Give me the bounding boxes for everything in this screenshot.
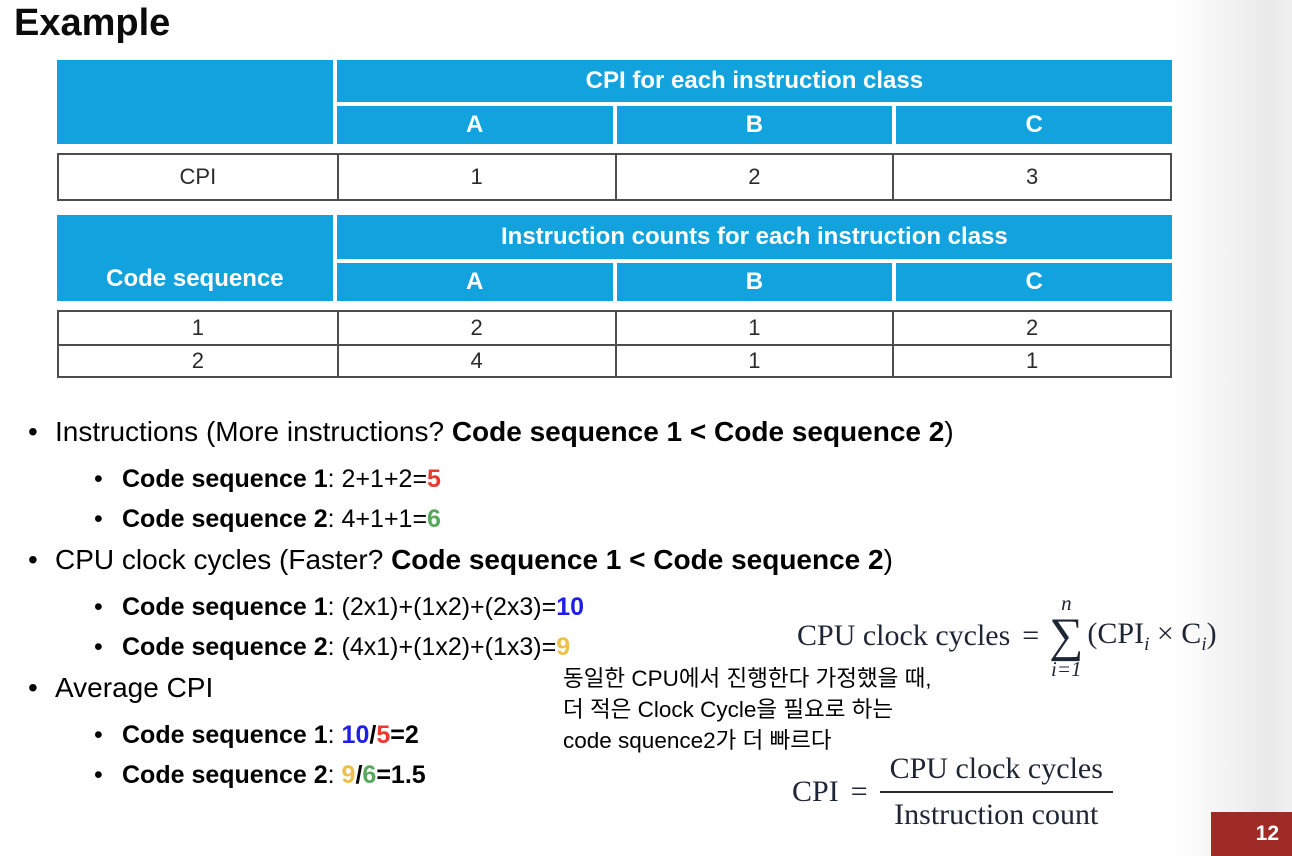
bullet-icon: •	[28, 544, 38, 575]
korean-annotation-line3: code squence2가 더 빠르다	[563, 728, 832, 753]
bullet-icon: •	[94, 721, 103, 749]
korean-annotation: 동일한 CPU에서 진행한다 가정했을 때, 더 적은 Clock Cycle을…	[563, 663, 932, 756]
cpi-value-c: 3	[892, 155, 1170, 199]
counts-table: Code sequence Instruction counts for eac…	[57, 215, 1172, 378]
counts-row1-label: 1	[191, 315, 204, 340]
bullet-icon: •	[94, 633, 103, 661]
sigma-symbol: n ∑ i=1	[1049, 591, 1084, 681]
counts-row1-b: 1	[614, 312, 893, 344]
page-number: 12	[1255, 822, 1279, 845]
cpi-table-header: CPI for each instruction class A B C	[57, 60, 1172, 144]
cpi-table-data-row: CPI 1 2 3	[57, 153, 1172, 201]
counts-row1-c: 2	[892, 312, 1170, 344]
counts-row1-a: 2	[336, 312, 615, 344]
korean-annotation-line2: 더 적은 Clock Cycle을 필요로 하는	[563, 697, 894, 722]
cpi-fraction-formula: CPI = CPU clock cycles Instruction count	[792, 752, 1113, 832]
bullet-cycles-seq2-text: Code sequence 2: (4x1)+(1x2)+(1x3)=9	[122, 633, 571, 661]
formula-cpi-equals: =	[850, 775, 868, 808]
counts-row2-label: 2	[59, 344, 337, 376]
bullet-icon: •	[94, 761, 103, 789]
counts-table-header: Code sequence Instruction counts for eac…	[57, 215, 1172, 301]
bullet-clock-cycles-text: CPU clock cycles (Faster? Code sequence …	[55, 544, 893, 575]
bullet-icon: •	[28, 416, 38, 447]
cpi-value-b: 2	[614, 155, 893, 199]
page-number-badge: 12	[1211, 812, 1292, 856]
bullet-cycles-seq1: • Code sequence 1: (2x1)+(1x2)+(2x3)=10	[94, 590, 1088, 624]
result-gold: 9	[556, 633, 571, 661]
cpu-clock-cycles-formula: CPU clock cycles = n ∑ i=1 (CPIi × Ci)	[797, 592, 1217, 680]
bullet-average-cpi: • Average CPI	[28, 670, 1088, 706]
sigma-lower-limit: i=1	[1051, 657, 1082, 681]
right-edge-gradient	[1174, 0, 1292, 856]
fraction-denominator: Instruction count	[894, 798, 1099, 831]
sigma-upper-limit: n	[1061, 591, 1072, 615]
formula-cpi-lhs: CPI	[792, 775, 839, 808]
bullet-icon: •	[28, 672, 38, 703]
cpi-table-col-b: B	[616, 106, 893, 144]
bullet-avg-seq1: • Code sequence 1: 10/5=2	[94, 718, 1088, 752]
formula-sum-rhs: (CPIi × Ci)	[1087, 616, 1217, 655]
cpi-table-col-a: A	[336, 106, 613, 144]
cpi-value-a: 1	[336, 155, 615, 199]
counts-table-col-b: B	[616, 263, 893, 301]
counts-table-span-header: Instruction counts for each instruction …	[336, 215, 1172, 259]
formula-sum-lhs: CPU clock cycles	[797, 619, 1011, 652]
bullet-clock-cycles: • CPU clock cycles (Faster? Code sequenc…	[28, 542, 1088, 578]
result-red: 5	[427, 465, 441, 493]
result-green: 6	[427, 505, 441, 533]
cpi-row-label: CPI	[179, 164, 217, 189]
counts-table-col-a: A	[336, 263, 613, 301]
bullet-instr-seq2-text: Code sequence 2: 4+1+1=6	[122, 505, 441, 533]
formula-sum-equals: =	[1022, 619, 1040, 652]
result-blue: 10	[556, 593, 585, 621]
cpi-table: CPI for each instruction class A B C CPI…	[57, 60, 1172, 201]
page-title: Example	[14, 2, 171, 44]
bullet-instructions: • Instructions (More instructions? Code …	[28, 414, 1088, 450]
counts-table-col-c: C	[896, 263, 1172, 301]
bullet-average-cpi-text: Average CPI	[55, 672, 214, 703]
bullet-instr-seq1-text: Code sequence 1: 2+1+2=5	[122, 465, 441, 493]
fraction-numerator: CPU clock cycles	[879, 752, 1113, 793]
bullet-instr-seq2: • Code sequence 2: 4+1+1=6	[94, 502, 1088, 536]
counts-row2-c: 1	[892, 344, 1170, 376]
cpi-fraction: CPU clock cycles Instruction count	[879, 752, 1113, 832]
bullet-icon: •	[94, 505, 103, 533]
bullet-instructions-text: Instructions (More instructions? Code se…	[55, 416, 954, 447]
korean-annotation-line1: 동일한 CPU에서 진행한다 가정했을 때,	[563, 666, 932, 691]
counts-row2-b: 1	[614, 344, 893, 376]
bullet-cycles-seq2: • Code sequence 2: (4x1)+(1x2)+(1x3)=9	[94, 630, 1088, 664]
counts-table-left-header: Code sequence	[57, 215, 333, 301]
counts-row2-a: 4	[336, 344, 615, 376]
bullet-instr-seq1: • Code sequence 1: 2+1+2=5	[94, 462, 1088, 496]
cpi-table-col-c: C	[896, 106, 1172, 144]
bullet-icon: •	[94, 593, 103, 621]
bullet-cycles-seq1-text: Code sequence 1: (2x1)+(1x2)+(2x3)=10	[122, 593, 585, 621]
bullet-avg-seq1-text: Code sequence 1: 10/5=2	[122, 721, 419, 749]
bullet-avg-seq2: • Code sequence 2: 9/6=1.5	[94, 758, 1088, 792]
cpi-table-span-header: CPI for each instruction class	[336, 60, 1172, 102]
bullet-icon: •	[94, 465, 103, 493]
cpi-table-corner-cell	[57, 60, 333, 144]
bullet-avg-seq2-text: Code sequence 2: 9/6=1.5	[122, 761, 426, 789]
bullet-list: • Instructions (More instructions? Code …	[28, 414, 1088, 798]
counts-table-data: 1 2 1 2 2 4 1 1	[57, 310, 1172, 378]
